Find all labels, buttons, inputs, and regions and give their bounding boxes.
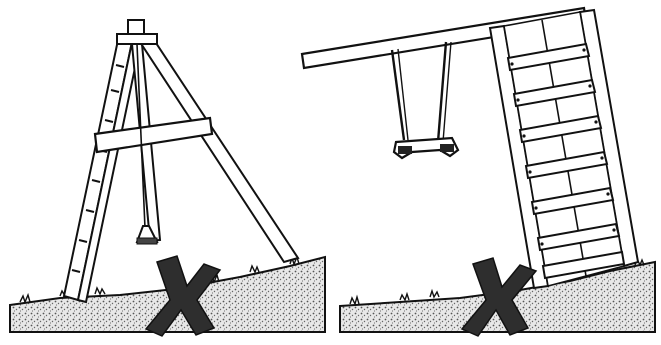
ladder-icon <box>490 10 638 288</box>
a-frame-icon <box>64 20 298 302</box>
swing-seat-icon <box>392 42 458 158</box>
left-panel <box>10 20 325 336</box>
right-panel <box>302 8 655 336</box>
